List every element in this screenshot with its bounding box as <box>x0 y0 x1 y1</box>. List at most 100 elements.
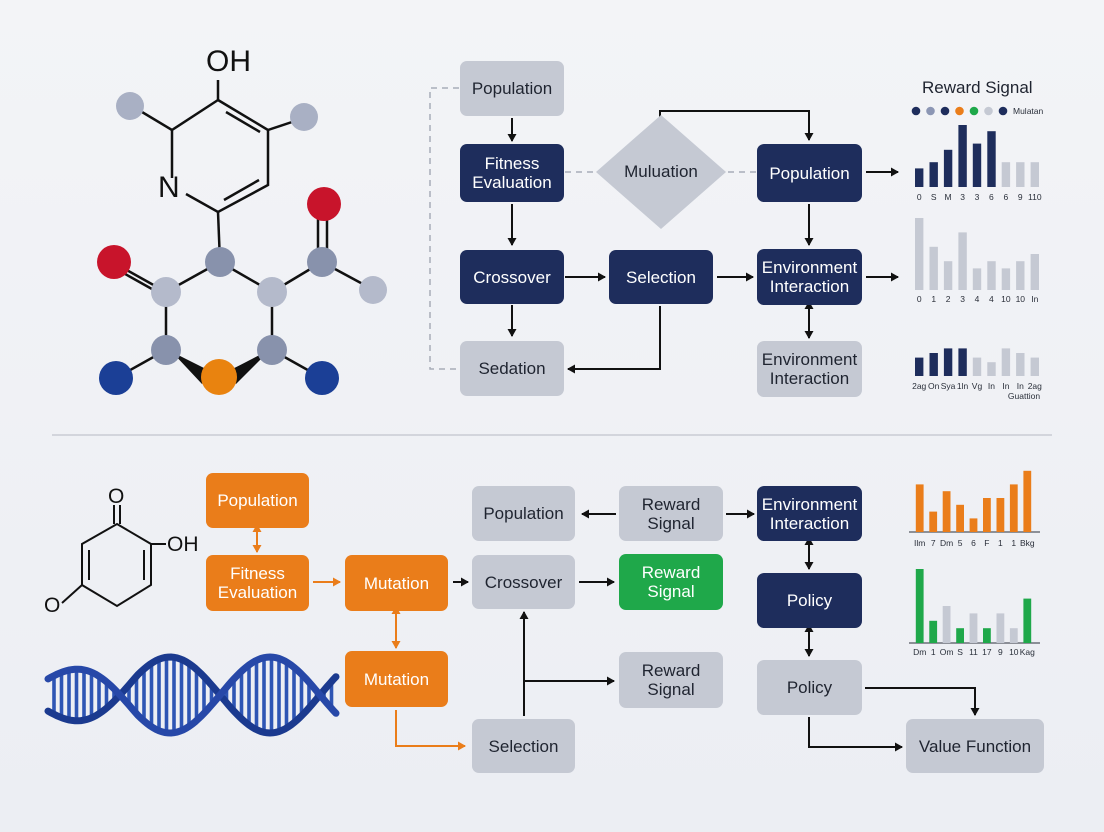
bar <box>942 606 951 643</box>
top-fitness-evaluation-box[interactable]: Fitness Evaluation <box>460 144 564 202</box>
molecule-bottom <box>61 505 166 608</box>
bar <box>1030 162 1039 187</box>
bottom-population-box[interactable]: Population <box>206 473 309 528</box>
bottom-mutation-2-box[interactable]: Mutation <box>345 651 448 707</box>
bottom-selection-box[interactable]: Selection <box>472 719 575 773</box>
bottom-crossover-box[interactable]: Crossover <box>472 555 575 609</box>
atom <box>257 335 287 365</box>
tick-label: On <box>928 381 940 391</box>
legend-dot <box>969 106 979 116</box>
bottom-policy-2-box[interactable]: Policy <box>757 660 862 715</box>
tick-label: 110 <box>1028 192 1042 202</box>
bar <box>987 131 996 187</box>
bar <box>996 613 1005 643</box>
tick-label: 1 <box>998 538 1003 548</box>
bottom-environment-interaction-box[interactable]: Environment Interaction <box>757 486 862 541</box>
tick-label: Bkg <box>1020 538 1035 548</box>
molecule-top <box>115 80 373 380</box>
bottom-policy-box[interactable]: Policy <box>757 573 862 628</box>
bar <box>943 261 953 290</box>
tick-label: 1 <box>931 647 936 657</box>
value-function-box[interactable]: Value Function <box>906 719 1044 773</box>
bar <box>929 511 938 532</box>
bottom-flow-arrows <box>453 509 980 752</box>
legend-dot <box>984 106 993 116</box>
legend-dot <box>926 106 935 116</box>
top-environment-interaction-box[interactable]: Environment Interaction <box>757 249 862 305</box>
bar <box>958 348 967 376</box>
bottom-mutation-box[interactable]: Mutation <box>345 555 448 611</box>
top-crossover-box[interactable]: Crossover <box>460 250 564 304</box>
tick-label: 5 <box>958 538 963 548</box>
tick-label: 3 <box>960 294 965 304</box>
bar <box>929 353 938 376</box>
bar <box>983 498 991 532</box>
tick-label: Kag <box>1020 647 1035 657</box>
bar <box>942 491 951 532</box>
tick-label: 2ag <box>912 381 926 391</box>
bar <box>1023 470 1032 532</box>
bar <box>969 613 978 643</box>
tick-label: 0 <box>917 294 922 304</box>
bar <box>956 504 964 532</box>
bar <box>1023 598 1032 643</box>
top-population-2-box[interactable]: Population <box>757 144 862 202</box>
dna-helix-graphic <box>44 653 340 737</box>
bar <box>1016 353 1025 376</box>
atom <box>307 247 337 277</box>
top-flow-dashed <box>429 87 756 370</box>
o-bottom-label: O <box>44 594 60 617</box>
bottom-fitness-evaluation-box[interactable]: Fitness Evaluation <box>206 555 309 611</box>
bar <box>929 246 938 290</box>
top-sedation-box[interactable]: Sedation <box>460 341 564 396</box>
bottom-population-2-box[interactable]: Population <box>472 486 575 541</box>
bottom-reward-signal-3-box[interactable]: Reward Signal <box>619 652 723 708</box>
bar <box>969 518 978 532</box>
bar <box>1001 268 1011 290</box>
legend-dot <box>998 106 1008 116</box>
tick-label: In <box>1002 381 1009 391</box>
atom-sulfur <box>201 359 237 395</box>
tick-label: 2 <box>946 294 951 304</box>
bar <box>972 357 982 376</box>
bar <box>1001 162 1011 187</box>
bar <box>956 628 964 643</box>
diamond-label: Muluation <box>624 162 698 181</box>
tick-label: 9 <box>998 647 1003 657</box>
chart-legend: Mulatan <box>911 106 1044 116</box>
tick-label: In <box>988 381 995 391</box>
atom <box>116 92 144 120</box>
tick-label: M <box>945 192 952 202</box>
bar <box>915 357 924 376</box>
oh-label: OH <box>206 45 251 78</box>
bottom-reward-signal-box[interactable]: Reward Signal <box>619 486 723 541</box>
bottom-reward-signal-green-box[interactable]: Reward Signal <box>619 554 723 610</box>
tick-label: 11 <box>969 647 978 657</box>
oh-bottom-label: OH <box>167 533 199 556</box>
dna-strand <box>44 653 340 737</box>
bar <box>987 261 996 290</box>
top-population-box[interactable]: Population <box>460 61 564 116</box>
tick-label: Dm <box>913 647 926 657</box>
chart-title: Reward Signal <box>922 78 1033 97</box>
atom <box>290 103 318 131</box>
bar <box>1016 261 1025 290</box>
bar <box>1009 628 1018 643</box>
o-top-label: O <box>108 485 124 508</box>
molecule-top-atoms <box>97 92 387 395</box>
bar <box>972 268 982 290</box>
top-selection-box[interactable]: Selection <box>609 250 713 304</box>
top-environment-interaction-2-box[interactable]: Environment Interaction <box>757 341 862 397</box>
legend-dot <box>955 106 964 116</box>
bottom-flow-orange-arrows <box>252 524 466 751</box>
tick-label: Dm <box>940 538 953 548</box>
legend-label: Mulatan <box>1013 106 1044 116</box>
bar <box>996 498 1005 532</box>
top-mutation-diamond[interactable]: Muluation <box>594 113 728 231</box>
